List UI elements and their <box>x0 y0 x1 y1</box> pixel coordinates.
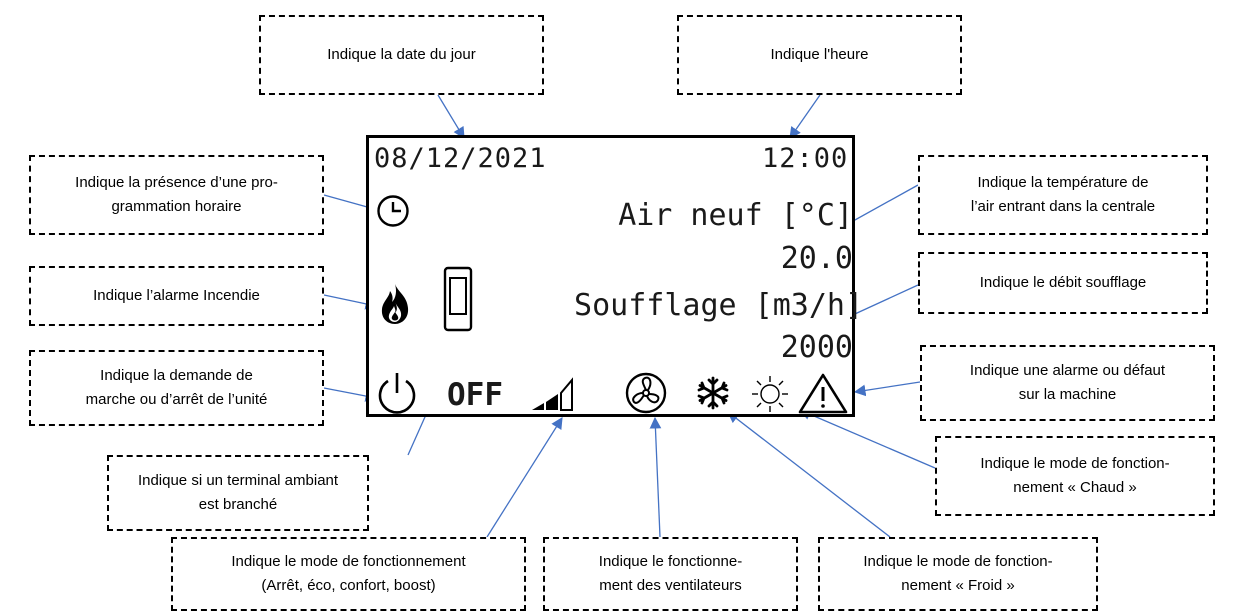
arrow-heat <box>798 408 936 469</box>
signal-bars-icon <box>532 377 573 411</box>
fire-icon <box>381 284 409 324</box>
callout-fire: Indique l’alarme Incendie <box>29 266 324 326</box>
arrow-mode <box>486 417 563 538</box>
lcd-air-value: 20.0 <box>780 241 853 276</box>
fan-icon <box>625 372 667 414</box>
lcd-date: 08/12/2021 <box>374 143 547 174</box>
callout-heat-mode: Indique le mode de fonction-nement « Cha… <box>935 436 1215 516</box>
lcd-air-label: Air neuf [°C] <box>618 198 853 233</box>
arrow-fault <box>853 381 921 397</box>
arrow-fans <box>649 416 662 538</box>
callout-fans: Indique le fonctionne-ment des ventilate… <box>543 537 798 611</box>
lcd-flow-value: 2000 <box>780 330 853 365</box>
arrow-date <box>437 94 465 140</box>
remote-terminal-icon <box>443 266 473 332</box>
sun-icon <box>752 376 788 412</box>
arrow-cold <box>727 411 891 538</box>
lcd-display <box>366 135 855 417</box>
callout-operating-mode: Indique le mode de fonctionnement(Arrêt,… <box>171 537 526 611</box>
lcd-flow-label: Soufflage [m3/h] <box>574 288 863 323</box>
lcd-mode-status: OFF <box>447 377 503 413</box>
callout-time: Indique l'heure <box>677 15 962 95</box>
callout-schedule: Indique la présence d’une pro-grammation… <box>29 155 324 235</box>
clock-icon <box>377 195 409 227</box>
arrow-time <box>789 94 821 139</box>
callout-flow: Indique le débit soufflage <box>918 252 1208 314</box>
warning-triangle-icon <box>798 373 848 414</box>
power-icon <box>378 373 416 414</box>
callout-cold-mode: Indique le mode de fonction-nement « Fro… <box>818 537 1098 611</box>
callout-date: Indique la date du jour <box>259 15 544 95</box>
snowflake-icon <box>697 376 729 410</box>
lcd-time: 12:00 <box>762 143 849 174</box>
